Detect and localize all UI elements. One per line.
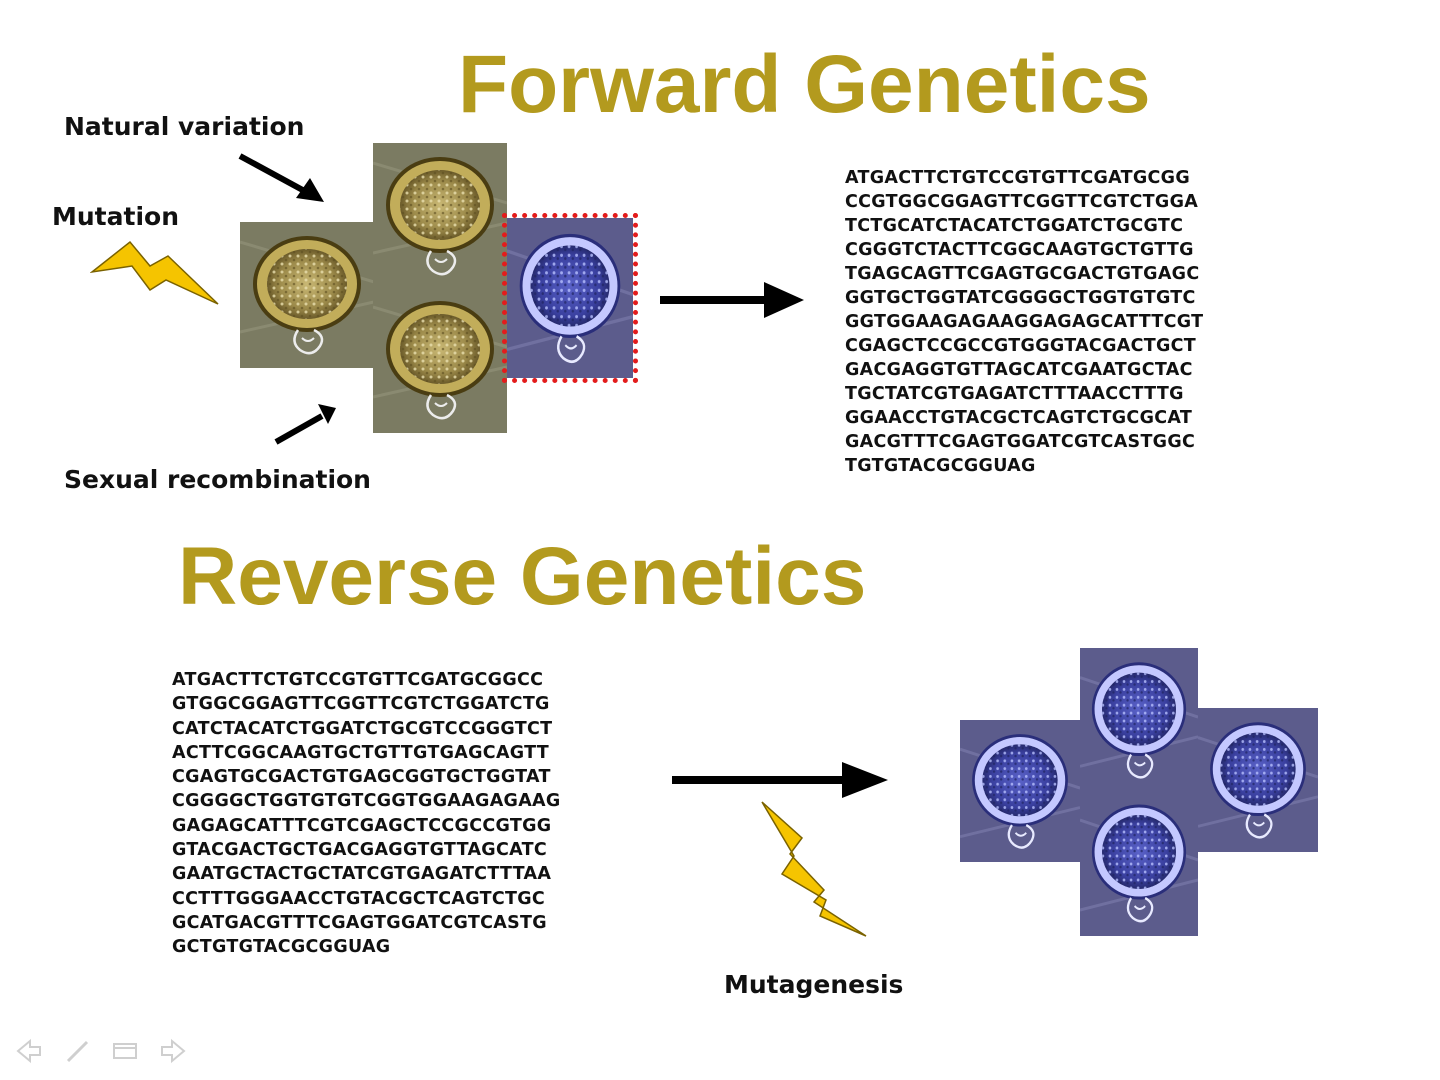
mutant-cell-left bbox=[960, 720, 1080, 862]
forward-dna-line: TCTGCATCTACATCTGGATCTGCGTC bbox=[845, 216, 1184, 236]
forward-dna-line: GGTGCTGGTATCGGGGCTGGTGTGTC bbox=[845, 288, 1196, 308]
forward-dna-line: CGAGCTCCGCCGTGGGTACGACTGCT bbox=[845, 336, 1197, 356]
reverse-arrow bbox=[672, 762, 888, 798]
wildtype-cell-left bbox=[240, 222, 374, 368]
reverse-dna-line: CCTTTGGGAACCTGTACGCTCAGTCTGC bbox=[172, 888, 546, 909]
mutant-cell-top bbox=[1080, 648, 1198, 792]
forward-dna-line: ATGACTTCTGTCCGTGTTCGATGCGG bbox=[845, 168, 1190, 188]
mutation-bolt-icon bbox=[90, 240, 219, 305]
natural-variation-arrow bbox=[238, 153, 324, 202]
mutant-cell-highlighted bbox=[502, 213, 638, 383]
reverse-dna-line: CGAGTGCGACTGTGAGCGGTGCTGGTAT bbox=[172, 767, 551, 788]
reverse-dna-line: CGGGGCTGGTGTGTCGGTGGAAGAGAAG bbox=[172, 791, 561, 812]
forward-dna-line: CCGTGGCGGAGTTCGGTTCGTCTGGA bbox=[845, 192, 1199, 212]
slide-nav bbox=[14, 1036, 188, 1066]
forward-dna-line: TGAGCAGTTCGAGTGCGACTGTGAGC bbox=[845, 264, 1200, 284]
mutant-cell-bottom bbox=[1080, 790, 1198, 936]
reverse-dna-line: GTACGACTGCTGACGAGGTGTTAGCATC bbox=[172, 840, 547, 861]
reverse-dna-line: GCTGTGTACGCGGUAG bbox=[172, 937, 391, 958]
forward-arrow bbox=[660, 282, 804, 318]
forward-dna-line: TGTGTACGCGGUAG bbox=[845, 456, 1036, 476]
forward-genetics-title: Forward Genetics bbox=[458, 39, 1151, 130]
next-arrow-icon[interactable] bbox=[158, 1036, 188, 1066]
forward-dna-line: GGAACCTGTACGCTCAGTCTGCGCAT bbox=[845, 408, 1193, 428]
reverse-dna-line: GTGGCGGAGTTCGGTTCGTCTGGATCTG bbox=[172, 694, 550, 715]
mutant-cell-right bbox=[1198, 708, 1318, 852]
wildtype-cell-bottom bbox=[373, 287, 507, 433]
reverse-dna-line: ATGACTTCTGTCCGTGTTCGATGCGGCC bbox=[172, 670, 544, 690]
reverse-dna-line: GAGAGCATTTCGTCGAGCTCCGCCGTGG bbox=[172, 815, 552, 836]
forward-dna-line: TGCTATCGTGAGATCTTTAACCTTTG bbox=[845, 384, 1184, 404]
natural-variation-label: Natural variation bbox=[64, 112, 305, 141]
sexual-recombination-label: Sexual recombination bbox=[64, 465, 371, 494]
slide-menu-icon[interactable] bbox=[110, 1036, 140, 1066]
reverse-dna-line: GCATGACGTTTCGAGTGGATCGTCASTG bbox=[172, 912, 547, 933]
sexual-recombination-arrow bbox=[274, 404, 336, 445]
reverse-dna-line: ACTTCGGCAAGTGCTGTTGTGAGCAGTT bbox=[172, 742, 550, 763]
prev-arrow-icon[interactable] bbox=[14, 1036, 44, 1066]
forward-dna-sequence: ATGACTTCTGTCCGTGTTCGATGCGG CCGTGGCGGAGTTC… bbox=[845, 166, 1203, 478]
mutation-label: Mutation bbox=[52, 202, 179, 231]
pen-icon[interactable] bbox=[62, 1036, 92, 1066]
mutagenesis-label: Mutagenesis bbox=[724, 970, 904, 999]
forward-dna-line: GGTGGAAGAGAAGGAGAGCATTTCGT bbox=[845, 312, 1204, 332]
forward-dna-line: GACGAGGTGTTAGCATCGAATGCTAC bbox=[845, 360, 1193, 380]
mutagenesis-bolt-icon bbox=[761, 801, 867, 937]
reverse-genetics-title: Reverse Genetics bbox=[178, 531, 867, 622]
reverse-dna-sequence: ATGACTTCTGTCCGTGTTCGATGCGGCC GTGGCGGAGTTC… bbox=[172, 668, 561, 960]
forward-dna-line: CGGGTCTACTTCGGCAAGTGCTGTTG bbox=[845, 240, 1194, 260]
wildtype-cell-top bbox=[373, 143, 507, 289]
reverse-dna-line: CATCTACATCTGGATCTGCGTCCGGGTCT bbox=[172, 718, 553, 739]
reverse-dna-line: GAATGCTACTGCTATCGTGAGATCTTTAA bbox=[172, 864, 552, 885]
forward-dna-line: GACGTTTCGAGTGGATCGTCASTGGC bbox=[845, 432, 1196, 452]
